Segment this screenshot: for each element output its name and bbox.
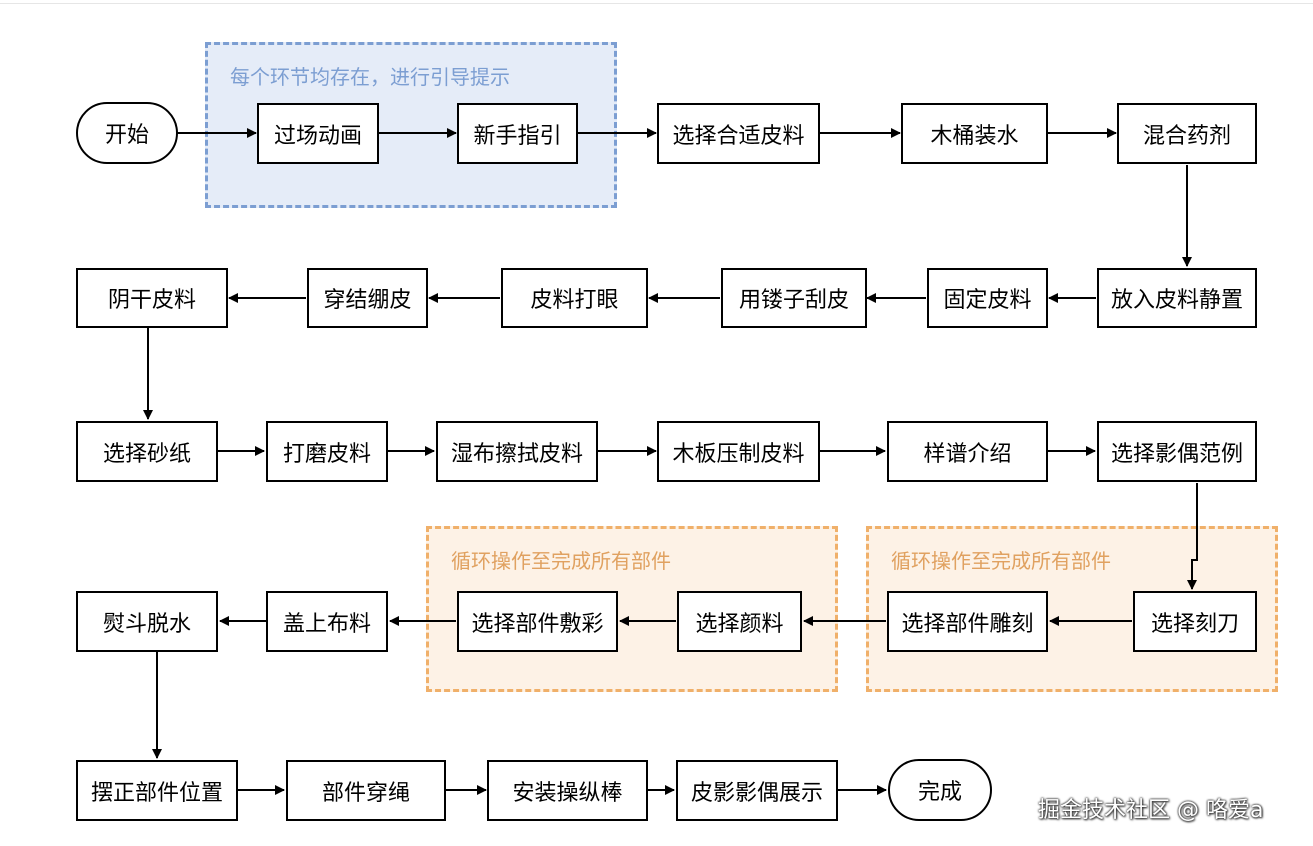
barrel-water-step: 木桶装水 xyxy=(901,103,1048,164)
install-rod-step: 安装操纵棒 xyxy=(487,760,648,821)
wipe-leather-step: 湿布擦拭皮料 xyxy=(436,421,598,482)
start-terminal: 开始 xyxy=(76,102,178,164)
tutorial-step: 新手指引 xyxy=(457,103,578,164)
paint-part-step: 选择部件敷彩 xyxy=(457,591,618,652)
fix-leather-step: 固定皮料 xyxy=(927,268,1048,328)
finish-terminal: 完成 xyxy=(888,759,992,821)
intro-guidance-label: 每个环节均存在，进行引导提示 xyxy=(230,65,510,89)
choose-leather-step: 选择合适皮料 xyxy=(657,103,820,164)
press-leather-step: 木板压制皮料 xyxy=(657,421,820,482)
arrow-example-knife xyxy=(1187,483,1198,590)
pattern-intro-step: 样谱介绍 xyxy=(887,421,1048,482)
watermark: 掘金技术社区 @ 咯爱a xyxy=(1038,798,1264,823)
polish-leather-step: 打磨皮料 xyxy=(266,421,388,482)
mix-reagent-step: 混合药剂 xyxy=(1117,103,1257,164)
choose-paint-step: 选择颜料 xyxy=(677,591,802,652)
cover-cloth-step: 盖上布料 xyxy=(266,591,388,652)
show-puppet-step: 皮影影偶展示 xyxy=(676,760,838,821)
cutscene-step: 过场动画 xyxy=(257,103,379,164)
carve-loop-label: 循环操作至完成所有部件 xyxy=(891,549,1111,573)
bind-leather-step: 穿结绷皮 xyxy=(307,268,428,328)
soak-leather-step: 放入皮料静置 xyxy=(1097,268,1257,328)
choose-example-step: 选择影偶范例 xyxy=(1097,421,1257,482)
paint-loop-label: 循环操作至完成所有部件 xyxy=(451,549,671,573)
iron-dry-step: 熨斗脱水 xyxy=(76,591,218,652)
punch-leather-step: 皮料打眼 xyxy=(501,268,648,328)
choose-sandpaper-step: 选择砂纸 xyxy=(76,421,218,482)
thread-parts-step: 部件穿绳 xyxy=(286,760,446,821)
top-divider xyxy=(0,0,1313,4)
carve-part-step: 选择部件雕刻 xyxy=(887,591,1048,652)
arrange-parts-step: 摆正部件位置 xyxy=(76,760,238,821)
scrape-leather-step: 用镂子刮皮 xyxy=(721,268,867,328)
choose-knife-step: 选择刻刀 xyxy=(1133,591,1257,652)
dry-leather-step: 阴干皮料 xyxy=(76,268,228,328)
